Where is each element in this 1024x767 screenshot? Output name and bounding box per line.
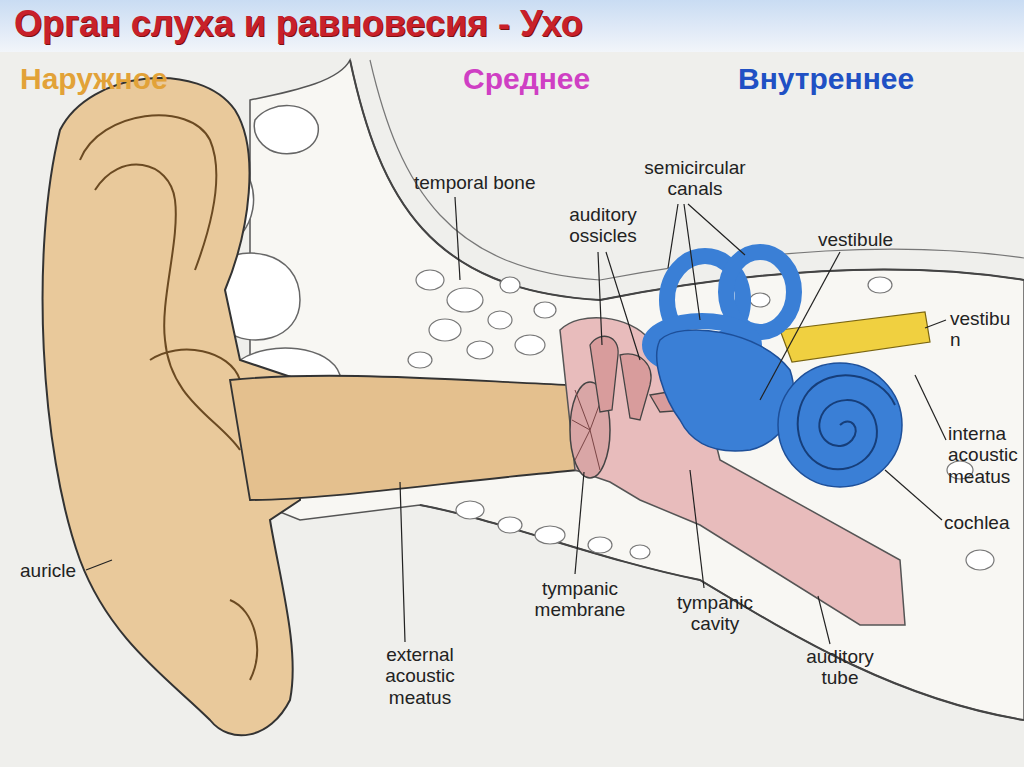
section-heading: Внутреннее bbox=[738, 62, 914, 96]
cochlea-shape bbox=[778, 363, 902, 487]
section-heading: Среднее bbox=[463, 62, 590, 96]
part-label: interna acoustic meatus bbox=[948, 423, 1020, 487]
part-label: temporal bone bbox=[414, 172, 535, 193]
auricle-fold bbox=[80, 115, 240, 450]
leader-line bbox=[86, 197, 946, 644]
section-heading: Наружное bbox=[20, 62, 168, 96]
part-label: semicircular canals bbox=[630, 157, 760, 200]
part-label: tympanic cavity bbox=[665, 592, 765, 635]
part-label: vestibule bbox=[818, 229, 893, 250]
part-label: tympanic membrane bbox=[520, 578, 640, 621]
part-label: auditory ossicles bbox=[548, 204, 658, 247]
part-label: auricle bbox=[20, 560, 76, 581]
slide-title: Орган слуха и равновесия - Ухо bbox=[14, 4, 583, 44]
part-label: cochlea bbox=[944, 512, 1010, 533]
vestibule-shape bbox=[657, 330, 794, 451]
part-label: vestibu n bbox=[950, 308, 1020, 351]
bone-outline bbox=[370, 60, 1024, 280]
part-label: auditory tube bbox=[790, 646, 890, 689]
nerve bbox=[780, 312, 930, 362]
ear-canal bbox=[230, 376, 580, 500]
cochlea-spiral bbox=[798, 375, 895, 469]
title-band bbox=[0, 0, 1024, 52]
part-label: external acoustic meatus bbox=[370, 644, 470, 708]
